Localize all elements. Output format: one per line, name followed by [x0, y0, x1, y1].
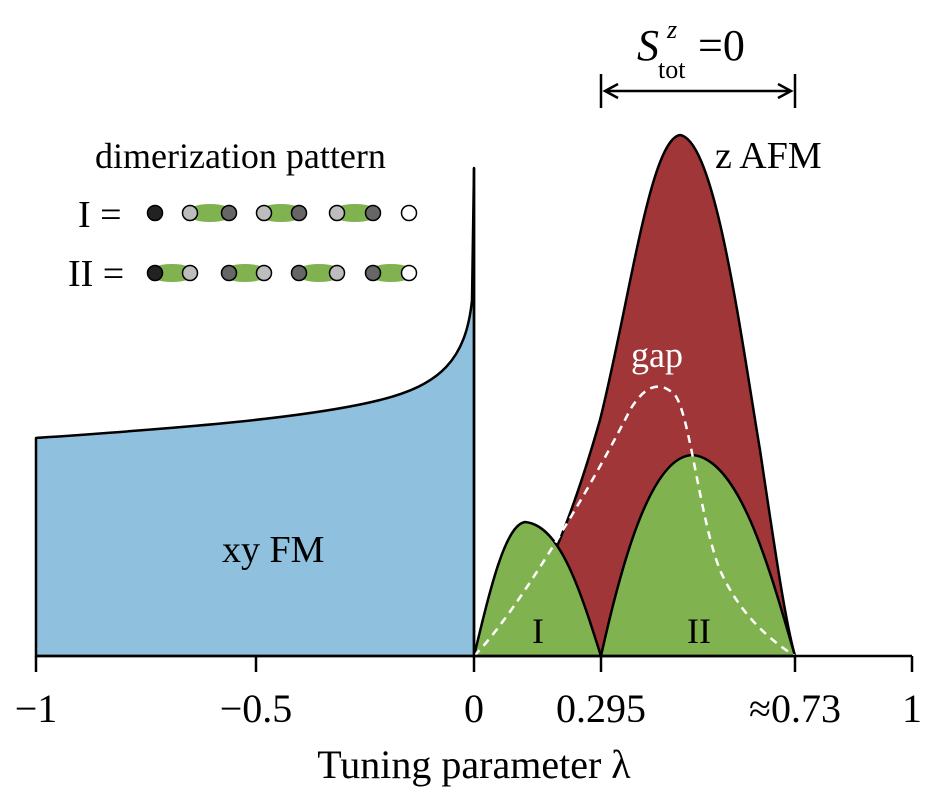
- lattice-site: [328, 264, 346, 282]
- pattern-II-label: II =: [68, 253, 124, 295]
- legend-title: dimerization pattern: [95, 136, 386, 176]
- lattice-site: [364, 264, 382, 282]
- tick-label-0-295: 0.295: [556, 686, 646, 731]
- stot-annotation: S z tot =0: [637, 15, 745, 84]
- tick-label-0: 0: [464, 686, 484, 731]
- tick-label-minus-1: −1: [15, 686, 58, 731]
- stot-superscript: z: [666, 15, 677, 44]
- lattice-site: [400, 204, 418, 222]
- dome-I-label: I: [532, 611, 544, 651]
- x-axis-title: Tuning parameter λ: [317, 742, 631, 787]
- stot-symbol: S: [637, 21, 659, 70]
- lattice-site: [400, 264, 418, 282]
- lattice-site: [290, 204, 308, 222]
- gap-curve: [473, 385, 796, 658]
- lattice-site: [220, 204, 238, 222]
- lattice-site: [364, 204, 382, 222]
- pattern-I-chain: [146, 204, 418, 222]
- stot-subscript: tot: [658, 55, 686, 84]
- lattice-site: [181, 264, 199, 282]
- lattice-site: [290, 264, 308, 282]
- lattice-site: [255, 264, 273, 282]
- tick-label-minus-0-5: −0.5: [220, 686, 293, 731]
- lattice-site: [328, 204, 346, 222]
- xy-fm-label: xy FM: [222, 529, 324, 571]
- tick-label-0-73: ≈0.73: [749, 686, 841, 731]
- pattern-I-label: I =: [78, 194, 122, 236]
- x-axis-ticks: [34, 656, 914, 672]
- tick-label-1: 1: [902, 686, 922, 731]
- z-afm-label: z AFM: [715, 135, 822, 177]
- dome-I-region: [472, 520, 603, 658]
- lattice-site: [220, 264, 238, 282]
- gap-label: gap: [631, 335, 683, 375]
- stot-range-arrow: [599, 74, 797, 108]
- dome-II-label: II: [687, 611, 711, 651]
- pattern-II-chain: [146, 264, 418, 282]
- lattice-site: [181, 204, 199, 222]
- lattice-site: [146, 204, 164, 222]
- stot-relation: =0: [698, 21, 745, 70]
- lattice-site: [146, 264, 164, 282]
- xy-fm-region: [34, 166, 476, 658]
- lattice-site: [255, 204, 273, 222]
- dimer-bond: [186, 204, 234, 222]
